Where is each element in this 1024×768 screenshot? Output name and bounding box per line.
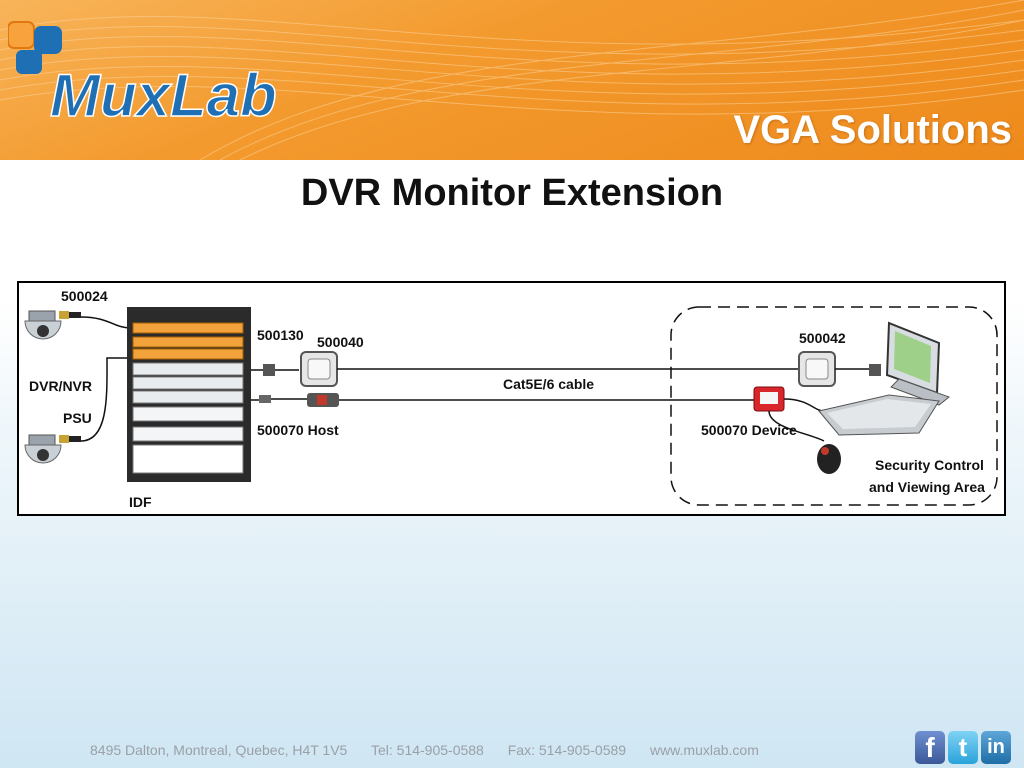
label-kvm-host: 500070 Host xyxy=(257,422,339,438)
keyboard-icon xyxy=(818,394,940,436)
footer-fax: Fax: 514-905-0589 xyxy=(507,742,627,758)
twitter-icon[interactable]: t xyxy=(948,731,978,764)
page-title: DVR Monitor Extension xyxy=(300,172,724,214)
facebook-icon[interactable]: f xyxy=(915,731,945,764)
header-banner: MuxLab VGA Solutions xyxy=(0,0,1024,160)
header-title: VGA Solutions xyxy=(733,108,1012,152)
kvm-device-icon xyxy=(753,386,825,442)
footer-contact: 8495 Dalton, Montreal, Quebec, H4T 1V5 T… xyxy=(90,742,779,758)
linkedin-icon[interactable]: in xyxy=(981,731,1011,764)
label-area-line1: Security Control xyxy=(875,457,984,473)
diagram-frame: 500024 DVR/NVR PSU IDF 500130 500040 500… xyxy=(17,281,1006,516)
label-dvr-nvr: DVR/NVR xyxy=(29,378,93,394)
muxlab-logo-icon: MuxLab xyxy=(7,21,277,130)
label-cable: Cat5E/6 cable xyxy=(503,376,595,392)
label-vga-cable: 500130 xyxy=(257,327,304,343)
label-area-line2: and Viewing Area xyxy=(869,479,985,495)
label-camera-part: 500024 xyxy=(61,288,108,304)
monitor-icon xyxy=(885,321,951,406)
rack-icon xyxy=(127,307,251,482)
label-kvm-device: 500070 Device xyxy=(701,422,797,438)
label-vga-rx: 500042 xyxy=(799,330,846,346)
label-idf: IDF xyxy=(129,494,152,510)
footer-web-link[interactable]: www.muxlab.com xyxy=(649,742,759,758)
header-waves xyxy=(0,0,1024,160)
muxlab-logo[interactable]: MuxLab xyxy=(7,20,358,135)
balun-icon xyxy=(798,351,881,387)
dome-camera-icon xyxy=(24,434,81,464)
footer-tel: Tel: 514-905-0588 xyxy=(370,742,484,758)
footer-address: 8495 Dalton, Montreal, Quebec, H4T 1V5 xyxy=(90,742,348,758)
vga-connector-icon xyxy=(263,364,299,376)
logo-text: MuxLab xyxy=(50,62,277,129)
connection-diagram xyxy=(24,306,998,506)
kvm-host-icon xyxy=(259,393,339,407)
mouse-icon xyxy=(817,444,841,474)
dome-camera-icon xyxy=(24,310,81,340)
balun-icon xyxy=(300,351,338,387)
label-vga-tx: 500040 xyxy=(317,334,364,350)
label-psu: PSU xyxy=(63,410,92,426)
